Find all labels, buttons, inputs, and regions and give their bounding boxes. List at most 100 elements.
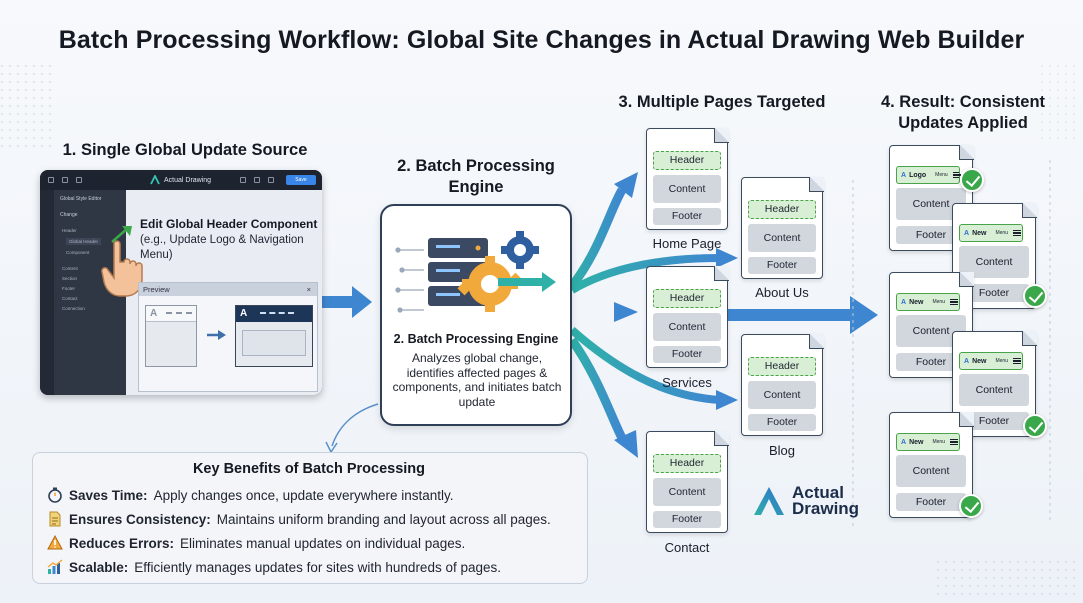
result-menu-label: Menu <box>932 439 945 445</box>
result-menu-label: Menu <box>935 172 948 178</box>
hamburger-menu-icon <box>952 172 962 178</box>
tree-item[interactable]: Contact <box>62 296 78 301</box>
save-button[interactable]: Save <box>286 175 316 185</box>
result-card: A New Menu Content Footer <box>889 271 974 378</box>
panel-title: Global Style Editor <box>60 196 102 202</box>
page-content-segment: Content <box>748 381 816 409</box>
brand-line1: Actual <box>792 483 844 502</box>
benefit-item: Saves Time: Apply changes once, update e… <box>47 487 454 503</box>
actual-drawing-logo-icon <box>754 487 784 515</box>
page-header-segment: Header <box>653 151 721 170</box>
benefit-label: Scalable: <box>69 559 129 575</box>
check-icon <box>960 168 984 192</box>
page-label-blog: Blog <box>768 443 796 458</box>
page-card-about: Header Content Footer <box>741 176 824 279</box>
result-new-label: New <box>909 298 924 306</box>
result-card: A New Menu Content Footer <box>889 411 974 518</box>
benefit-text: Maintains uniform branding and layout ac… <box>216 511 551 527</box>
page-card-blog: Header Content Footer <box>741 333 824 436</box>
tree-item[interactable]: Section <box>62 276 78 281</box>
actual-drawing-brand: Actual Drawing <box>752 483 860 518</box>
result-content: Content <box>896 455 966 487</box>
preview-old-logo: A <box>150 308 157 319</box>
preview-after: A <box>235 305 313 367</box>
result-header-new: A New Menu <box>959 224 1023 242</box>
hamburger-menu-icon <box>1012 358 1021 364</box>
warning-icon <box>47 535 63 550</box>
preview-label: Preview <box>143 285 170 294</box>
page-card-services: Header Content Footer <box>646 265 729 368</box>
check-icon <box>959 494 983 518</box>
page-footer-segment: Footer <box>748 414 816 431</box>
right-arrow-icon <box>207 330 226 340</box>
tree-item[interactable]: Component <box>66 250 90 255</box>
page-content-segment: Content <box>653 478 721 506</box>
benefit-text: Efficiently manages updates for sites wi… <box>134 559 501 575</box>
preview-bar: Preview × <box>139 283 317 296</box>
page-footer-segment: Footer <box>653 511 721 528</box>
tree-item-selected[interactable]: Global Header <box>66 238 102 245</box>
result-content: Content <box>959 374 1029 406</box>
editor-brand: Actual Drawing <box>150 173 211 187</box>
menu-icon[interactable] <box>48 177 54 183</box>
editor-sidebar-icons <box>40 190 54 395</box>
actual-drawing-logo-icon <box>150 175 160 185</box>
preview-new-logo: A <box>240 308 247 319</box>
result-footer: Footer <box>959 412 1029 430</box>
check-icon <box>1023 284 1047 308</box>
step1-title: 1. Single Global Update Source <box>62 141 308 159</box>
settings-icon[interactable] <box>268 177 274 183</box>
step3-title: 3. Multiple Pages Targeted <box>618 93 826 111</box>
benefit-item: Ensures Consistency: Maintains uniform b… <box>47 511 551 527</box>
result-header-logo: A Logo Menu <box>896 166 962 184</box>
result-card: A Logo Menu Content Footer <box>889 144 974 251</box>
engine-box-title: 2. Batch Processing Engine <box>393 332 559 346</box>
page-label-contact: Contact <box>664 540 710 555</box>
page-header-segment: Header <box>653 454 721 473</box>
benefit-label: Saves Time: <box>69 487 148 503</box>
check-icon <box>1023 414 1047 438</box>
change-label: Change <box>60 212 78 218</box>
benefit-text: Eliminates manual updates on individual … <box>180 535 466 551</box>
result-new-label: New <box>972 229 987 237</box>
hamburger-menu-icon <box>949 439 958 445</box>
arrow-engine-to-benefits <box>331 403 379 447</box>
pointer-arrow-icon <box>111 226 132 243</box>
result-new-label: New <box>972 357 987 365</box>
editor-note-title: Edit Global Header Component <box>140 217 318 231</box>
benefit-item: Scalable: Efficiently manages updates fo… <box>47 559 501 575</box>
arrow-editor-to-engine <box>316 286 372 318</box>
result-logo-letter: A <box>901 438 907 446</box>
undo-icon[interactable] <box>240 177 246 183</box>
page-content-segment: Content <box>653 313 721 341</box>
tree-item[interactable]: Content <box>62 266 78 271</box>
tree-item[interactable]: Footer <box>62 286 76 291</box>
page-header-segment: Header <box>748 200 816 219</box>
result-footer: Footer <box>896 226 966 244</box>
page-content-segment: Content <box>653 175 721 203</box>
bar-chart-icon <box>47 559 63 574</box>
preview-window: Preview × A A <box>138 282 318 392</box>
page-footer-segment: Footer <box>653 346 721 363</box>
arrows-engine-to-pages <box>568 172 738 458</box>
preview-close-button[interactable]: × <box>306 285 311 294</box>
benefits-title: Key Benefits of Batch Processing <box>192 461 426 477</box>
page-card-contact: Header Content Footer <box>646 430 729 533</box>
stopwatch-icon <box>48 487 62 503</box>
result-logo-letter: A <box>901 298 907 306</box>
file-icon[interactable] <box>62 177 68 183</box>
redo-icon[interactable] <box>254 177 260 183</box>
step4-title: 4. Result: Consistent Updates Applied <box>880 93 1046 132</box>
copy-icon[interactable] <box>76 177 82 183</box>
benefits-box: Key Benefits of Batch Processing Saves T… <box>32 452 588 584</box>
hamburger-menu-icon <box>1012 230 1021 236</box>
tree-item[interactable]: Header <box>62 228 77 233</box>
result-logo-letter: A <box>964 229 970 237</box>
brand-line2: Drawing <box>792 499 860 518</box>
tree-item[interactable]: Connection <box>62 306 85 311</box>
benefit-label: Ensures Consistency: <box>69 511 211 527</box>
hamburger-menu-icon <box>949 299 958 305</box>
hand-cursor-icon <box>101 240 143 297</box>
result-new-label: New <box>909 438 924 446</box>
